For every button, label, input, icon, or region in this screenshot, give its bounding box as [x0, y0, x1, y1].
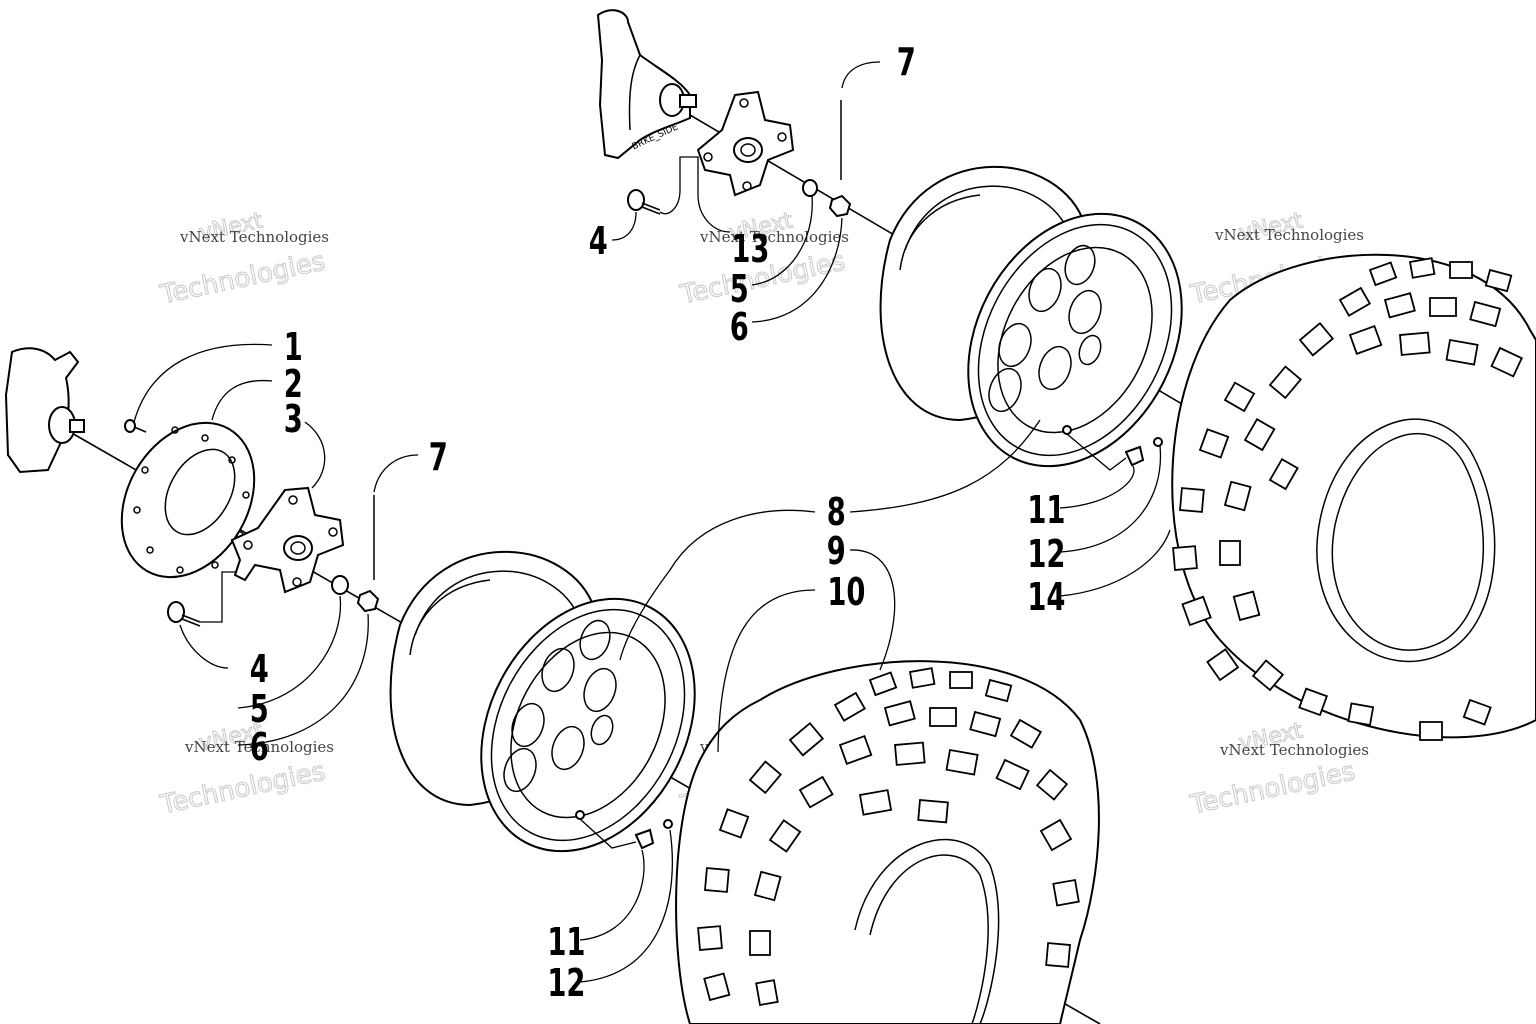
watermark-6: vNext vNext Technologies Technologies: [1187, 718, 1369, 821]
watermark-1: vNext vNext Technologies Technologies: [157, 208, 329, 311]
leader-lines: [133, 61, 1171, 983]
callout-lower-6: 6: [250, 724, 269, 769]
upper-steering-knuckle: BRKE_SIDE: [596, 9, 697, 160]
callout-upper-11: 11: [1027, 487, 1065, 532]
callout-lower-2: 2: [284, 361, 303, 406]
lower-washer: [331, 575, 349, 595]
upper-valve-stem: [1124, 445, 1145, 467]
leader-lower-4: [179, 624, 229, 669]
callout-lower-1: 1: [284, 324, 303, 369]
lower-valve-stem: [634, 828, 655, 850]
watermark-company: vNext Technologies: [179, 228, 329, 246]
callout-upper-14: 14: [1027, 574, 1065, 619]
lower-wheel-rim: [389, 550, 696, 853]
upper-tire: [1171, 253, 1536, 741]
lower-spindle: [69, 419, 85, 433]
leader-upper-12: [1059, 445, 1162, 553]
callout-lower-10: 10: [827, 569, 865, 614]
callout-lower-9: 9: [827, 528, 846, 573]
lower-tire: [675, 660, 1100, 1024]
leader-upper-11: [1059, 465, 1135, 509]
leader-lower-3: [304, 421, 326, 489]
leader-upper-6: [751, 217, 843, 323]
leader-lower-5: [237, 595, 342, 709]
leader-lower-9: [849, 549, 896, 671]
leader-lower-stud-bracket: [200, 571, 236, 623]
callout-lower-4: 4: [250, 646, 269, 691]
lower-hub: [230, 486, 345, 594]
callout-upper-12: 12: [1027, 531, 1065, 576]
watermark-company: vNext Technologies: [184, 738, 334, 756]
watermark-company: vNext Technologies: [1214, 226, 1364, 244]
lower-steering-knuckle: [4, 347, 85, 474]
leader-lower-6: [237, 613, 369, 746]
lower-castle-nut: [356, 589, 380, 613]
watermark-word2: Technologies: [157, 246, 328, 310]
leader-upper-valve: [1066, 433, 1127, 471]
upper-wheel-stud: [627, 189, 661, 215]
upper-tire-tread: [1172, 257, 1523, 741]
lower-brake-bolt: [124, 419, 147, 433]
upper-assembly: BRKE_SIDE: [596, 9, 1536, 741]
leader-upper-13: [659, 156, 731, 233]
leader-lower-2: [211, 379, 273, 421]
upper-valve-cap: [1153, 437, 1163, 447]
leader-upper-5: [751, 195, 813, 286]
leader-lower-8-a: [619, 509, 816, 661]
leader-lower-12: [579, 829, 673, 983]
watermark-word2: Technologies: [157, 756, 328, 820]
callout-lower-5: 5: [250, 686, 269, 731]
leader-lower-8-b: [849, 419, 1041, 513]
leader-lower-1: [133, 343, 273, 423]
callout-lower-7: 7: [429, 434, 448, 479]
leader-lower-valve: [579, 818, 637, 849]
upper-wheel-rim: [879, 165, 1183, 468]
callout-lower-3: 3: [284, 396, 303, 441]
upper-washer: [802, 179, 818, 197]
upper-castle-nut: [828, 194, 852, 218]
watermark-word2: Technologies: [1187, 756, 1358, 820]
callout-upper-5: 5: [730, 266, 749, 311]
callout-labels: 7 4 13 5 6 11 12 14 1 2 3 7 4 5 6 8 9 10…: [250, 39, 1066, 1005]
upper-hub: [696, 90, 795, 197]
watermark-company: vNext Technologies: [699, 228, 849, 246]
leader-upper-14: [1059, 529, 1171, 597]
watermark-4: vNext vNext Technologies Technologies: [157, 718, 334, 821]
watermark-company: vNext Technologies: [1219, 741, 1369, 759]
callout-lower-8: 8: [827, 489, 846, 534]
leader-upper-7: [841, 61, 881, 89]
leader-lower-7: [373, 454, 419, 493]
upper-spindle: [679, 94, 697, 108]
leader-lower-10: [717, 589, 816, 753]
callout-upper-6: 6: [730, 304, 749, 349]
lower-brake-disc: [120, 421, 256, 579]
callout-upper-4: 4: [589, 218, 608, 263]
leader-upper-4: [611, 211, 637, 241]
callout-upper-7: 7: [897, 39, 916, 84]
leader-lower-11: [579, 849, 645, 941]
callout-lower-11: 11: [547, 919, 585, 964]
lower-assembly: [4, 347, 1100, 1024]
callout-lower-12: 12: [547, 960, 585, 1005]
lower-wheel-stud: [167, 601, 201, 627]
lower-valve-cap: [663, 819, 673, 829]
callout-upper-13: 13: [731, 226, 769, 271]
lower-tire-tread: [697, 667, 1080, 1007]
